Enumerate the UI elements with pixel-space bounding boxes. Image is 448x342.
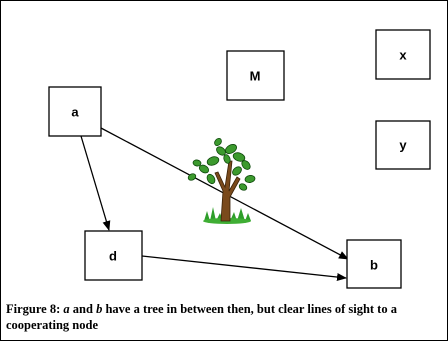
node-y: y — [375, 120, 431, 170]
edge-d-to-b — [141, 255, 347, 282]
node-b: b — [346, 239, 402, 289]
figure-caption: Firgure 8: a and b have a tree in betwee… — [6, 301, 426, 333]
node-x-label: x — [399, 48, 407, 63]
node-a: a — [48, 86, 102, 137]
node-x: x — [375, 29, 431, 80]
caption-node-b: b — [96, 302, 103, 316]
node-m-label: M — [250, 69, 261, 84]
tree-icon — [187, 137, 256, 224]
node-b-label: b — [370, 258, 378, 273]
node-m: M — [226, 50, 285, 101]
node-d: d — [84, 230, 143, 281]
caption-prefix: Firgure 8: — [6, 302, 64, 316]
edge-a-to-d — [80, 135, 111, 231]
node-y-label: y — [399, 138, 407, 153]
node-a-label: a — [71, 105, 79, 120]
caption-and: and — [69, 302, 97, 316]
node-d-label: d — [109, 249, 117, 264]
caption-rest: have a tree in between then, but clear l… — [6, 302, 397, 332]
caption-node-a: a — [63, 302, 70, 316]
